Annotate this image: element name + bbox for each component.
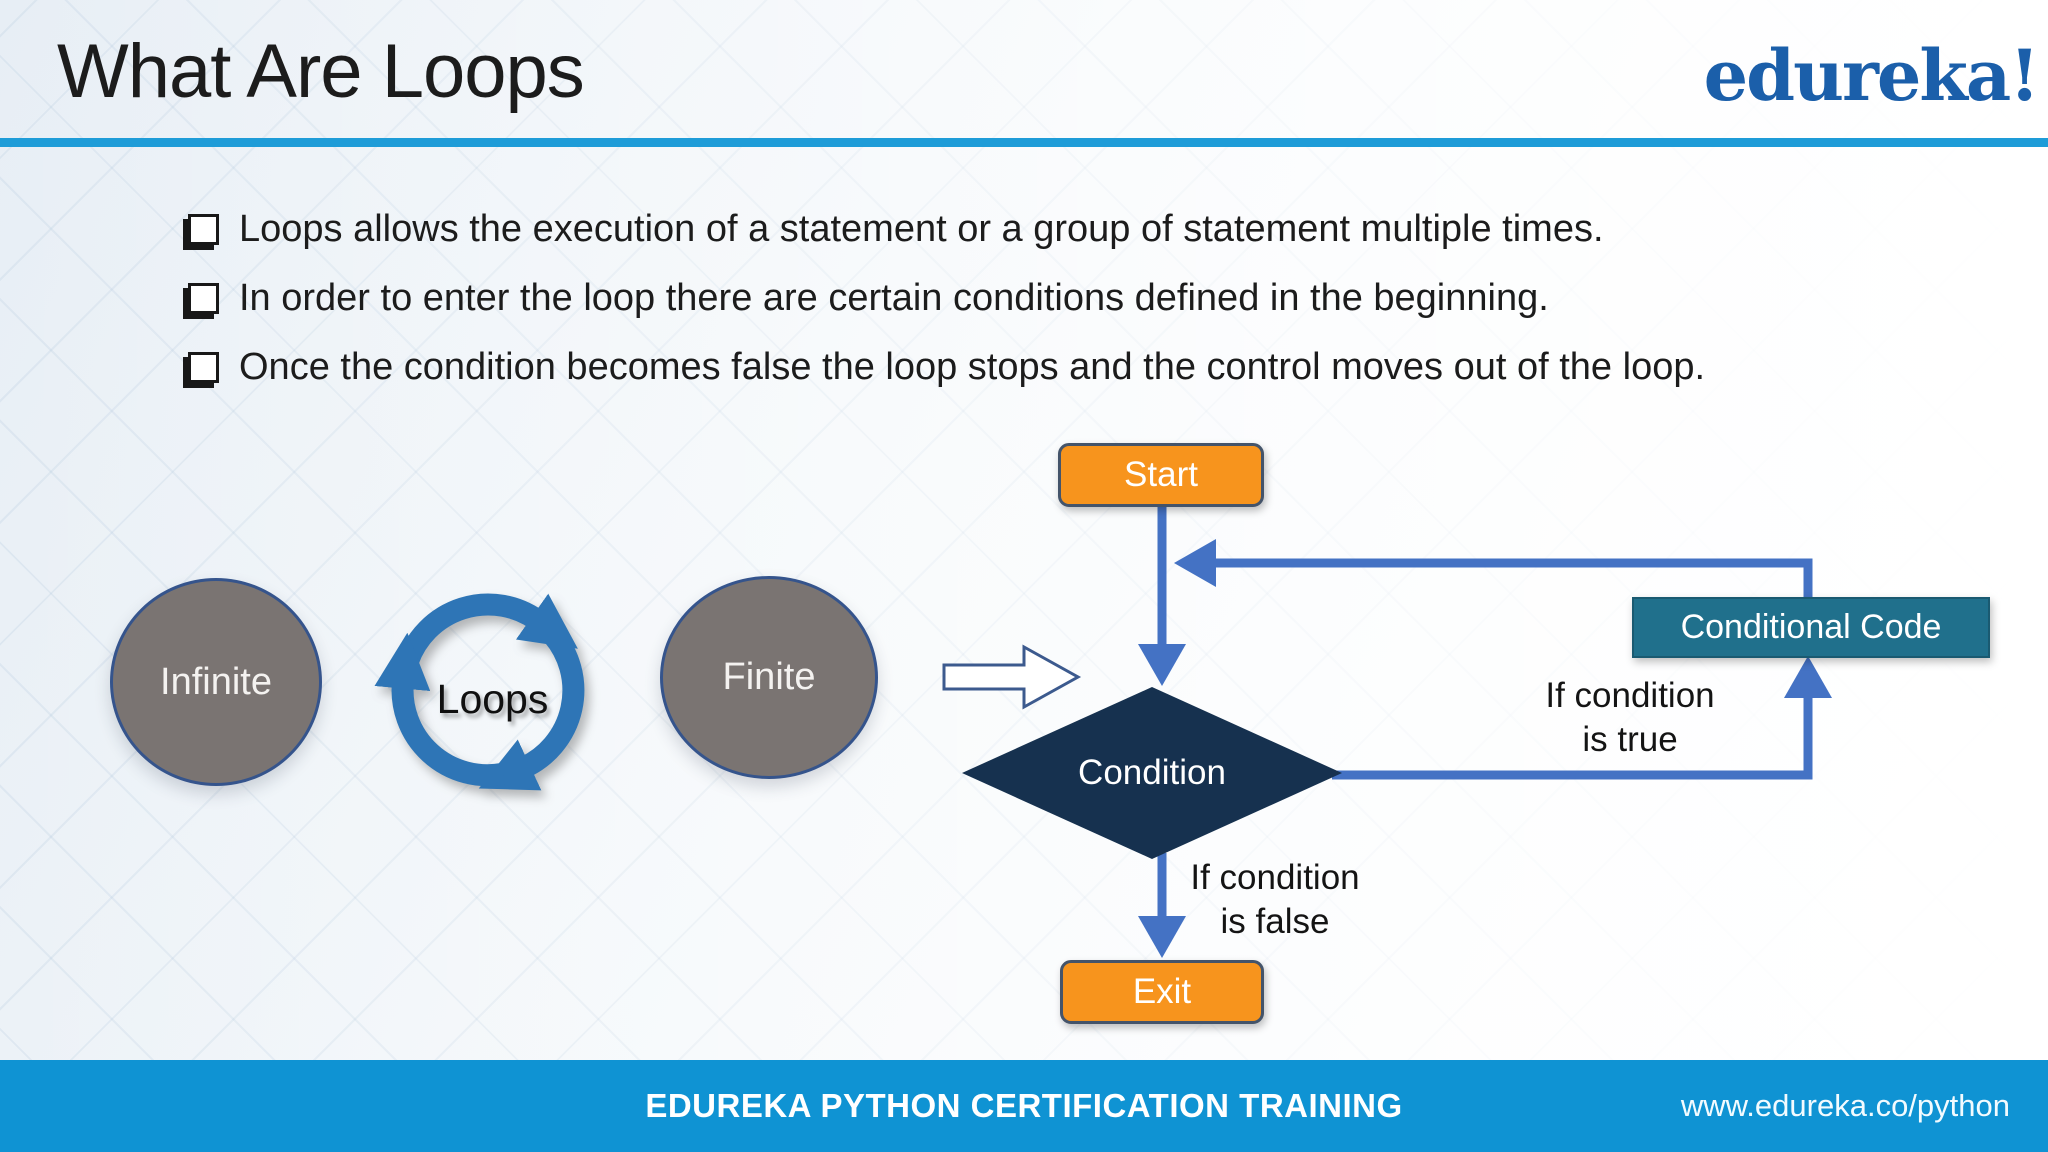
arrowhead-left-loopback — [1174, 539, 1216, 587]
checkbox-bullet-icon — [188, 352, 219, 383]
finite-loop-circle: Finite — [660, 576, 878, 779]
page-title: What Are Loops — [57, 29, 585, 114]
footer-url[interactable]: www.edureka.co/python — [1680, 1088, 2010, 1123]
title-underline — [0, 138, 2048, 147]
false-branch-label: If condition is false — [1135, 856, 1415, 944]
bullet-text: In order to enter the loop there are cer… — [239, 277, 1549, 319]
true-branch-line1: If condition — [1545, 676, 1715, 715]
edureka-logo: edureka! — [1703, 34, 2040, 117]
bullet-item: Loops allows the execution of a statemen… — [188, 206, 1888, 275]
condition-label: Condition — [1078, 753, 1226, 792]
bullet-item: In order to enter the loop there are cer… — [188, 275, 1888, 344]
true-branch-label: If condition is true — [1490, 674, 1770, 762]
arrowhead-down-into-condition — [1138, 644, 1186, 686]
bullet-text: Once the condition becomes false the loo… — [239, 346, 1706, 388]
bullet-item: Once the condition becomes false the loo… — [188, 344, 1888, 413]
flow-node-start: Start — [1058, 443, 1264, 507]
loop-cycle-icon — [374, 593, 585, 791]
checkbox-bullet-icon — [188, 214, 219, 245]
false-branch-line2: is false — [1220, 902, 1330, 941]
right-block-arrow-icon — [942, 644, 1082, 710]
true-branch-line2: is true — [1582, 720, 1678, 759]
infinite-loop-circle: Infinite — [110, 578, 322, 786]
flow-node-condition: Condition — [962, 687, 1342, 859]
bullet-text: Loops allows the execution of a statemen… — [239, 208, 1604, 250]
false-branch-line1: If condition — [1190, 858, 1360, 897]
start-label: Start — [1124, 455, 1198, 494]
footer-bar: EDUREKA PYTHON CERTIFICATION TRAINING ww… — [0, 1060, 2048, 1152]
infinite-label: Infinite — [160, 660, 272, 703]
arrowhead-up-into-conditional-code — [1784, 656, 1832, 698]
footer-course-title: EDUREKA PYTHON CERTIFICATION TRAINING — [645, 1087, 1403, 1124]
conditional-code-label: Conditional Code — [1680, 608, 1942, 646]
finite-label: Finite — [722, 656, 816, 698]
exit-label: Exit — [1132, 972, 1192, 1011]
loops-label: Loops — [436, 676, 549, 722]
checkbox-bullet-icon — [188, 283, 219, 314]
bullet-list: Loops allows the execution of a statemen… — [188, 206, 1888, 413]
flow-node-conditional-code: Conditional Code — [1632, 597, 1990, 658]
flow-node-exit: Exit — [1060, 960, 1264, 1024]
